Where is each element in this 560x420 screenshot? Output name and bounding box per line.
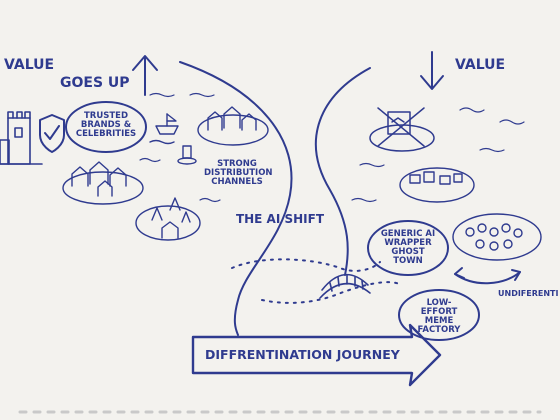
dotted-path-upper xyxy=(231,258,381,272)
dotted-path-lower xyxy=(261,281,403,304)
journey-arrow-shape xyxy=(191,323,442,387)
waves-right xyxy=(351,107,525,203)
meme-factory-bubble xyxy=(398,289,480,341)
arrow-up-icon xyxy=(132,55,158,96)
right-divider-curve xyxy=(314,67,371,276)
trusted-brands-label: TRUSTED BRANDS & CELEBRITIES xyxy=(75,111,137,139)
trusted-bubble xyxy=(65,101,147,153)
ai-shift-label: THE AI SHIFT xyxy=(235,212,325,226)
left-divider-curve xyxy=(179,61,293,336)
arrow-down-icon xyxy=(420,51,444,90)
robot-crowd-island-icon xyxy=(452,213,542,261)
ghost-town-label: GENERIC AI WRAPPER GHOST TOWN xyxy=(380,229,436,266)
buoy-icon xyxy=(177,145,197,165)
left-value-label: VALUE xyxy=(4,57,55,73)
castle-icon xyxy=(0,111,43,165)
waves-left xyxy=(139,92,221,203)
left-goes-up-label: GOES UP xyxy=(60,75,130,91)
shield-check-icon xyxy=(39,114,65,153)
journey-label: DIFFRENTINATION JOURNEY xyxy=(205,347,400,362)
forest-island-icon xyxy=(135,197,201,241)
meme-factory-label: LOW-EFFORT MEME FACTORY xyxy=(417,298,461,335)
house-cluster-icon xyxy=(62,161,144,205)
ghost-town-bubble xyxy=(367,220,449,276)
undifferentiated-label: UNDIFERENTI AGENCY DES xyxy=(498,290,560,298)
town-island-icon xyxy=(197,106,269,146)
strong-distribution-label: STRONG DISTRIBUTION CHANNELS xyxy=(204,159,273,187)
curved-double-arrow-icon xyxy=(454,267,521,285)
factory-island-icon xyxy=(399,167,475,203)
crossed-island-icon xyxy=(369,107,435,152)
right-value-label: VALUE xyxy=(455,57,506,73)
ship-icon xyxy=(149,113,179,145)
bridge-icon xyxy=(319,273,371,299)
